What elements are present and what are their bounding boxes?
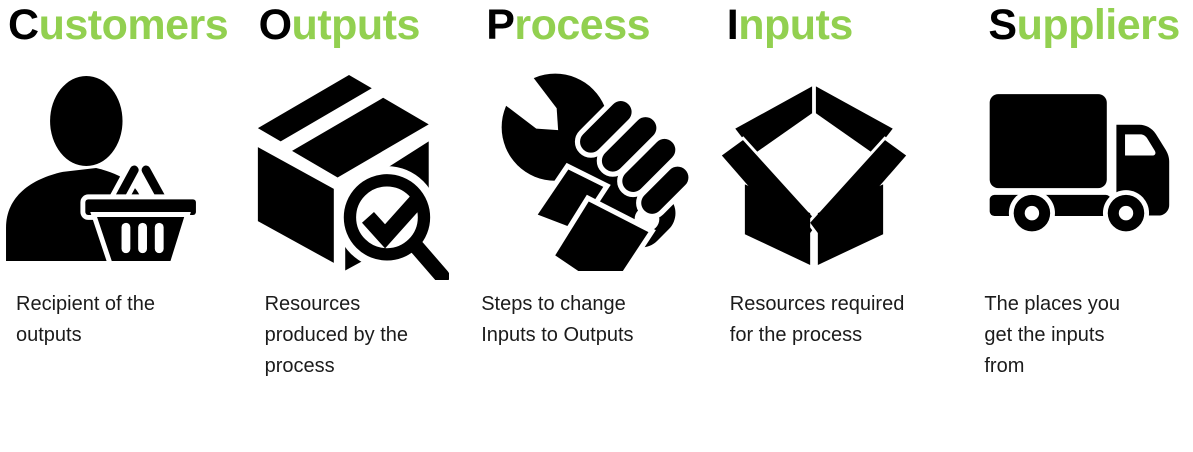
title-rest: ustomers — [38, 1, 229, 49]
column-title-inputs: Inputs — [716, 1, 955, 49]
column-outputs: Outputs Resources pr — [239, 1, 478, 382]
column-title-customers: Customers — [0, 1, 239, 49]
column-suppliers: Suppliers — [954, 1, 1193, 382]
customer-basket-icon — [2, 75, 198, 262]
title-rest: nputs — [738, 1, 853, 49]
column-description: Recipient of the outputs — [16, 293, 155, 347]
column-description: Steps to change Inputs to Outputs — [481, 293, 634, 347]
title-initial: S — [988, 1, 1017, 49]
wrench-hand-icon — [493, 65, 699, 272]
column-description: Resources required for the process — [729, 293, 905, 347]
title-rest: utputs — [291, 1, 421, 49]
column-customers: Customers — [0, 1, 239, 382]
column-description: The places you get the inputs from — [984, 293, 1121, 378]
icon-area — [716, 49, 955, 287]
column-description: Resources produced by the process — [264, 293, 409, 378]
column-process: Process — [477, 1, 716, 382]
title-rest: rocess — [514, 1, 651, 49]
title-rest: uppliers — [1016, 1, 1181, 49]
column-title-suppliers: Suppliers — [954, 1, 1193, 49]
column-title-process: Process — [477, 1, 716, 49]
title-initial: O — [258, 1, 292, 49]
icon-area — [954, 49, 1193, 287]
icon-area — [0, 49, 239, 287]
title-initial: I — [726, 1, 739, 49]
title-initial: P — [486, 1, 515, 49]
open-box-icon — [717, 67, 910, 269]
column-title-outputs: Outputs — [239, 1, 478, 49]
copis-diagram: Customers — [0, 1, 1193, 382]
title-initial: C — [8, 1, 39, 49]
icon-area — [477, 49, 716, 287]
icon-area — [239, 49, 478, 287]
delivery-truck-icon — [982, 92, 1174, 244]
box-check-magnifier-icon — [249, 56, 449, 281]
column-inputs: Inputs Resources re — [716, 1, 955, 382]
